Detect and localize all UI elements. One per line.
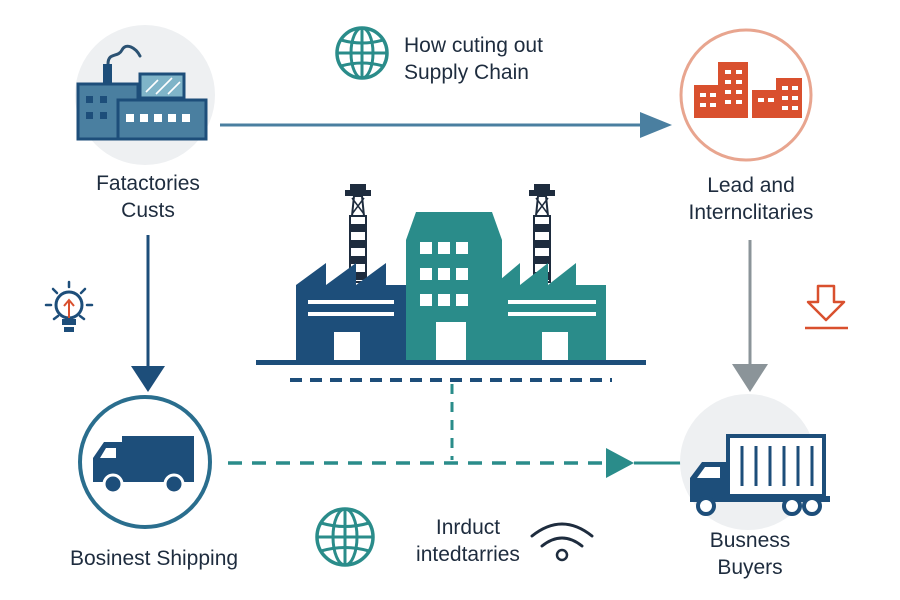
title-label: How cuting out Supply Chain	[404, 32, 543, 86]
title-line-2: Supply Chain	[404, 61, 529, 84]
download-arrow-icon	[805, 284, 848, 330]
industrial-plant-icon	[256, 184, 646, 382]
right-plant-building	[494, 263, 606, 362]
factory-icon	[76, 44, 208, 141]
truck-icon	[93, 436, 194, 495]
container-truck-icon	[690, 434, 830, 516]
buyers-label: Busness Buyers	[690, 527, 810, 581]
product-line-2: intedtarries	[416, 543, 520, 566]
buildings-icon	[694, 62, 802, 118]
buyers-line-2: Buyers	[717, 556, 783, 579]
lead-line-2: Internclitaries	[688, 201, 814, 224]
buyers-line-1: Busness	[709, 529, 791, 552]
factories-line-2: Custs	[121, 199, 175, 222]
right-flow-arrow	[732, 240, 768, 392]
globe-icon	[335, 26, 389, 80]
top-flow-arrow	[220, 112, 672, 138]
factories-node	[75, 25, 215, 165]
globe-icon	[315, 507, 375, 567]
factories-line-1: Fatactories	[96, 172, 200, 195]
factories-label: Fatactories Custs	[78, 170, 218, 224]
product-label: Inrduct intedtarries	[398, 514, 538, 568]
lightbulb-icon	[44, 280, 94, 332]
left-plant-building	[296, 263, 408, 362]
shipping-line-1: Bosinest Shipping	[69, 547, 239, 570]
lead-label: Lead and Internclitaries	[656, 172, 846, 226]
ground-line	[256, 360, 646, 365]
buyers-node	[680, 394, 830, 530]
wifi-signal-icon	[530, 522, 594, 562]
left-flow-arrow	[131, 235, 165, 392]
product-line-1: Inrduct	[435, 516, 501, 539]
center-office-building	[406, 212, 502, 362]
lead-node	[679, 28, 813, 162]
shipping-label: Bosinest Shipping	[54, 545, 254, 572]
lead-line-1: Lead and	[707, 174, 795, 197]
shipping-node	[78, 395, 212, 529]
title-line-1: How cuting out	[404, 34, 543, 57]
